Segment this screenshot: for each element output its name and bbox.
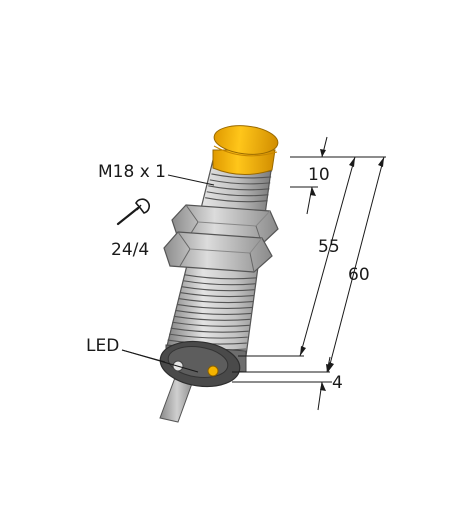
led-label: LED	[86, 336, 119, 356]
thread-ridge	[205, 197, 268, 203]
leader-lines	[121, 174, 215, 373]
thread-ridge	[176, 303, 253, 310]
dim-rear-offset: 4	[332, 373, 343, 393]
thread-ridge	[172, 321, 250, 327]
thread-ridge	[170, 327, 249, 333]
dimension-lines	[232, 136, 386, 411]
dim-total-length: 60	[348, 265, 370, 285]
thread-ridge	[169, 333, 248, 339]
thread-ridge	[208, 185, 270, 191]
thread-ridge	[180, 292, 254, 298]
sensing-cap	[212, 125, 279, 175]
thread-ridge	[206, 191, 269, 197]
thread-ridge	[211, 173, 272, 179]
thread-ridge	[184, 274, 257, 280]
dim-thread-length: 55	[318, 237, 340, 257]
rear-cap	[159, 340, 247, 388]
thread-ridge	[183, 280, 256, 286]
thread-ridge	[178, 297, 253, 304]
thread-ridge	[173, 315, 251, 321]
lower-nut	[163, 231, 273, 273]
dim-cap-length: 10	[308, 165, 330, 185]
thread-label: M18 x 1	[98, 162, 166, 182]
led-indicator	[207, 365, 219, 377]
thread-ridge	[209, 179, 271, 185]
thread-ridge	[175, 309, 252, 315]
wrench-icon	[116, 198, 150, 226]
wrench-size-label: 24/4	[111, 240, 149, 260]
thread-ridge	[181, 286, 255, 292]
